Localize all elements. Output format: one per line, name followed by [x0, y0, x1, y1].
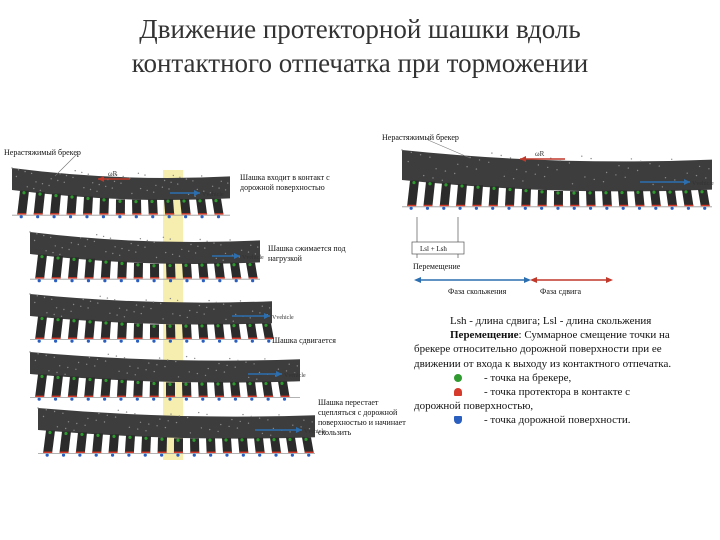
legend: Lsh - длина сдвига; Lsl - длина скольжен… — [414, 314, 714, 428]
v-vehicle-label-5: Vvehicle — [304, 429, 326, 435]
displacement-label: Перемещение — [413, 262, 461, 271]
legend-move-desc-1: : Суммарное смещение точки на — [518, 329, 670, 342]
slide-phase-label: Фаза скольжения — [448, 287, 507, 296]
v-vehicle-arrow-4 — [248, 371, 282, 377]
breaker-label-right: Нерастяжимый брекер — [382, 133, 459, 142]
breaker-label-left: Нерастяжимый брекер — [4, 148, 81, 157]
red-dot-icon — [454, 388, 462, 397]
tire-strip-stage-3 — [29, 293, 274, 343]
v-vehicle-arrow-5 — [255, 427, 302, 433]
tire-strip-stage-5 — [37, 407, 315, 457]
v-vehicle-arrow-6 — [640, 179, 690, 185]
v-vehicle-arrow-3 — [232, 313, 270, 319]
v-vehicle-label-4: Vvehicle — [284, 373, 306, 379]
legend-red-row: - точка протектора в контакте с — [414, 385, 714, 399]
v-vehicle-label-2: Vvehicle — [242, 255, 264, 261]
legend-move-line-1: Перемещение: Суммарное смещение точки на — [414, 328, 714, 342]
stage-enter-contact-label: Шашка входит в контакт с дорожной поверх… — [240, 173, 330, 192]
slip-dimension — [411, 217, 465, 258]
tire-strip-stage-1 — [11, 167, 230, 219]
shear-phase-label: Фаза сдвига — [540, 287, 582, 296]
tire-strip-stage-4 — [29, 351, 300, 401]
title-line-1: Движение протекторной шашки вдоль — [139, 14, 581, 44]
v-vehicle-label-1: Vvehicle — [202, 192, 224, 198]
green-dot-icon — [454, 373, 462, 382]
breaker-pointer-lines — [54, 139, 471, 177]
phase-arrows — [414, 277, 613, 283]
legend-move-line-2: брекере относительно дорожной поверхност… — [414, 343, 662, 356]
v-vehicle-label-6: Vvehicle — [692, 181, 714, 187]
blue-dot-icon — [454, 416, 462, 425]
v-vehicle-label-3: Vvehicle — [272, 315, 294, 321]
stage-slide-label: Шашка перестает сцепляться с дорожной по… — [318, 398, 406, 437]
tire-strip-stage-2 — [29, 231, 260, 283]
stage-compress-label: Шашка сжимается под нагрузкой — [268, 244, 346, 263]
legend-move-term: Перемещение — [450, 329, 519, 342]
legend-red-row-2: дорожной поверхностью, — [414, 400, 534, 413]
v-vehicle-arrow-1 — [170, 190, 200, 196]
legend-move-line-3: движении от входа к выходу из контактног… — [414, 357, 672, 370]
omega-r-label-left: ωR — [108, 170, 118, 178]
tire-strip-detailed — [401, 149, 712, 210]
omega-r-arrow-right — [520, 156, 565, 162]
slip-length-label: Lsl + Lsh — [420, 245, 447, 253]
legend-blue-row: - точка дорожной поверхности. — [414, 413, 714, 427]
legend-green-row: - точка на брекере, — [414, 371, 714, 385]
omega-r-arrow-left — [98, 176, 130, 182]
omega-r-label-right: ωR — [535, 150, 545, 158]
slide-title: Движение протекторной шашки вдоль контак… — [0, 12, 720, 80]
title-line-2: контактного отпечатка при торможении — [131, 48, 589, 78]
stage-shear-label: Шашка сдвигается — [272, 336, 336, 345]
v-vehicle-arrow-2 — [212, 253, 240, 259]
legend-lengths: Lsh - длина сдвига; Lsl - длина скольжен… — [450, 315, 652, 327]
